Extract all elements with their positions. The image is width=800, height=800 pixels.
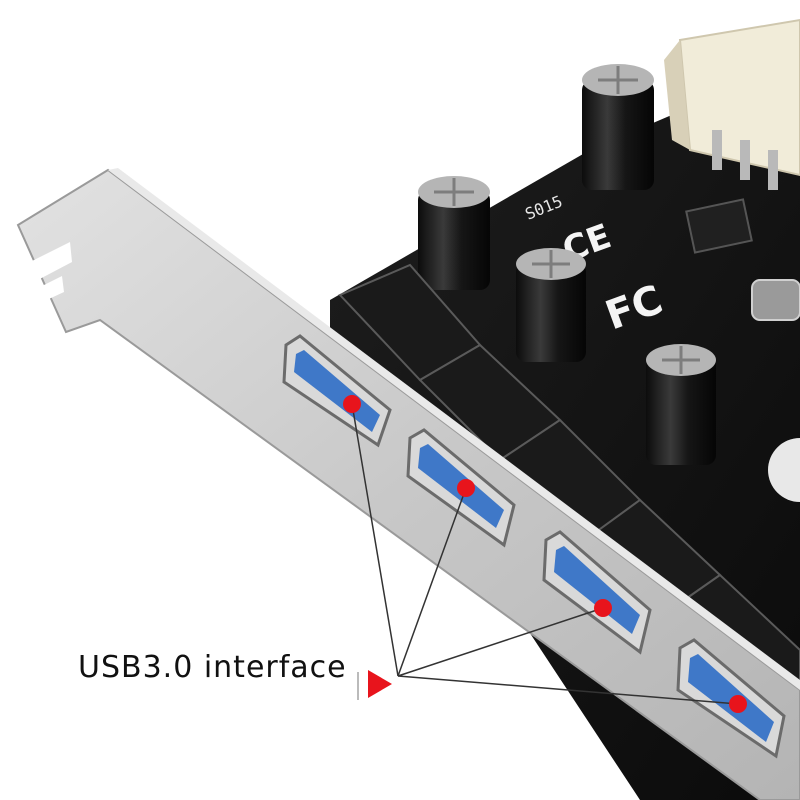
capacitor — [418, 176, 490, 290]
callout-label: USB3.0 interface — [78, 650, 347, 685]
capacitor — [646, 344, 716, 465]
crystal-oscillator — [751, 279, 800, 321]
controller-chip — [685, 198, 753, 254]
capacitor — [582, 64, 654, 190]
callout-arrow-icon — [368, 670, 392, 698]
usb-port-4 — [676, 638, 786, 759]
usb-port-3 — [542, 530, 652, 655]
pci-bracket — [16, 168, 800, 800]
usb-housings — [338, 263, 800, 692]
capacitor — [516, 248, 586, 362]
power-connector — [664, 18, 800, 190]
callout-markers — [343, 395, 747, 713]
callout-lines — [351, 403, 739, 705]
board-component — [768, 438, 800, 502]
usb-port-1 — [282, 334, 392, 448]
